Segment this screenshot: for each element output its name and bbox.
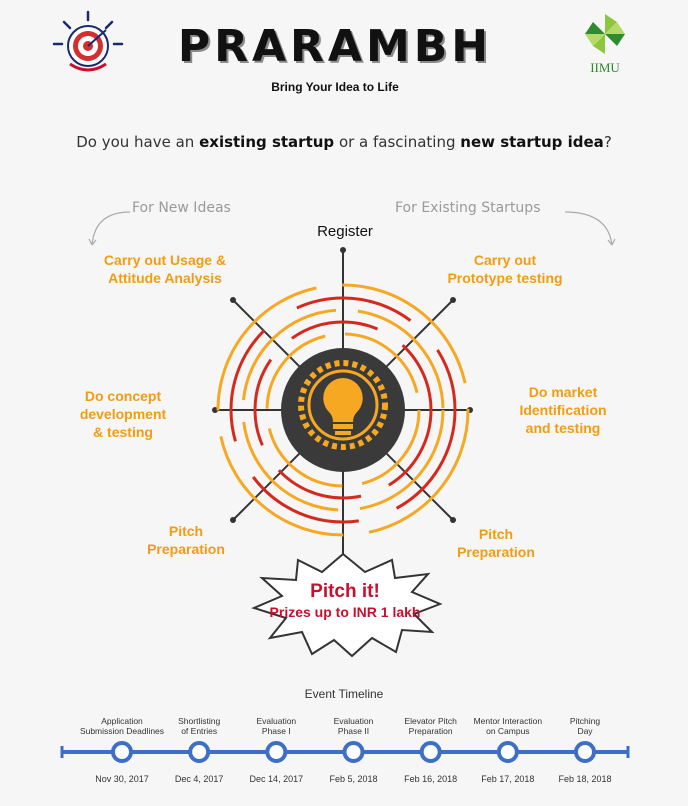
pitch-prize: Prizes up to INR 1 lakh: [269, 604, 421, 620]
iimu-pinwheel-logo: [583, 12, 627, 56]
timeline-event-label: Evaluation Phase II: [333, 716, 374, 736]
timeline-event-date: Dec 14, 2017: [249, 774, 304, 784]
timeline-event-date: Feb 5, 2018: [329, 774, 378, 784]
timeline-event-label: Pitching Day: [569, 716, 601, 736]
track-label-existing-startups: For Existing Startups: [395, 200, 541, 216]
tagline: Bring Your Idea to Life: [271, 80, 399, 94]
step-usage-attitude-analysis: Carry out Usage & Attitude Analysis: [103, 252, 227, 286]
question-text-1: Do you have an: [76, 133, 200, 151]
step-pitch-preparation-left: Pitch Preparation: [147, 523, 225, 557]
target-dart-logo: [52, 10, 124, 82]
headline-question: Do you have an existing startup or a fas…: [0, 133, 688, 151]
timeline-node: [496, 741, 519, 763]
pitch-starburst: [251, 552, 443, 658]
timeline-event-label: Shortlisting of Entries: [178, 716, 221, 736]
iimu-text: IIMU: [590, 60, 620, 75]
step-prototype-testing: Carry out Prototype testing: [447, 252, 563, 286]
timeline-event-label: Elevator Pitch Preparation: [404, 716, 457, 736]
question-bold-1: existing startup: [199, 133, 335, 151]
timeline-node: [188, 741, 211, 763]
step-market-identification: Do market Identification and testing: [519, 384, 607, 436]
timeline-event-label: Application Submission Deadlines: [79, 716, 165, 736]
left-track-arrow: [91, 211, 131, 246]
timeline-node: [342, 741, 365, 763]
question-text-2: or a fascinating: [334, 133, 461, 151]
step-pitch-preparation-right: Pitch Preparation: [457, 526, 535, 560]
question-bold-2: new startup idea: [460, 133, 604, 151]
track-label-new-ideas: For New Ideas: [132, 200, 231, 216]
right-track-arrow: [564, 211, 613, 246]
timeline-event-date: Feb 16, 2018: [404, 774, 458, 784]
brand-logo: PRARAMBH Bring Your Idea to Life: [150, 21, 520, 95]
timeline-node: [419, 741, 442, 763]
timeline-event-date: Feb 17, 2018: [481, 774, 535, 784]
lightbulb-icon: [298, 360, 388, 450]
timeline-line: [60, 741, 630, 763]
timeline-event-date: Feb 18, 2018: [558, 774, 612, 784]
process-diagram: [88, 211, 616, 658]
step-concept-development: Do concept development & testing: [79, 388, 167, 440]
timeline-node: [265, 741, 288, 763]
brand-title: PRARAMBH: [177, 21, 493, 72]
timeline-title: Event Timeline: [304, 687, 384, 701]
timeline-event-label: Evaluation Phase I: [256, 716, 297, 736]
timeline-event-date: Nov 30, 2017: [95, 774, 149, 784]
timeline-event-date: Dec 4, 2017: [174, 774, 224, 784]
register-label: Register: [317, 223, 373, 240]
concentric-rings: [216, 283, 470, 537]
question-text-3: ?: [603, 133, 612, 151]
timeline-event-label: Mentor Interaction on Campus: [473, 716, 543, 736]
pitch-title: Pitch it!: [310, 581, 380, 602]
timeline-node: [574, 741, 596, 763]
timeline-node: [111, 741, 133, 763]
